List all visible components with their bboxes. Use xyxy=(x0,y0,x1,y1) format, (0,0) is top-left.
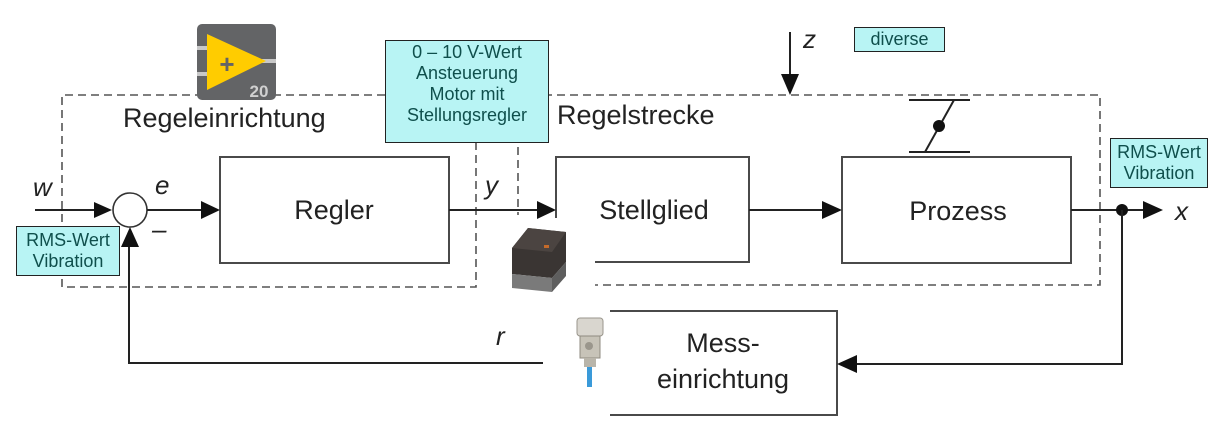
prozess-label: Prozess xyxy=(909,196,1007,226)
z-label: z xyxy=(802,24,816,54)
actuator-note: 0 – 10 V-Wert Ansteuerung Motor mit Stel… xyxy=(385,40,549,143)
x-label: x xyxy=(1173,196,1189,226)
feedback-line-right xyxy=(855,210,1123,365)
stellglied-block xyxy=(555,156,750,263)
feedback-rms-note: RMS-Wert Vibration xyxy=(16,226,120,276)
valve-icon xyxy=(909,99,970,153)
arrow-head xyxy=(121,227,139,247)
arrow-head xyxy=(781,74,799,95)
labview-plus-glyph: + xyxy=(219,49,234,79)
vibration-sensor-icon xyxy=(576,317,604,387)
output-rms-note-line: Vibration xyxy=(1123,163,1195,183)
arrow-head xyxy=(822,201,842,219)
arrow-head xyxy=(201,201,220,219)
output-rms-note-line: RMS-Wert xyxy=(1117,142,1201,162)
actuator-note-line: Ansteuerung xyxy=(415,63,519,83)
plant-region-border xyxy=(518,94,1101,286)
r-label: r xyxy=(496,321,506,351)
arrow-head xyxy=(537,201,556,219)
stellglied-label: Stellglied xyxy=(599,195,709,225)
labview-add-icon: + 20 xyxy=(197,24,276,101)
arrow-head xyxy=(94,202,112,218)
actuator-note-line: 0 – 10 V-Wert xyxy=(412,42,522,62)
messeinrichtung-block xyxy=(610,310,838,416)
mess-label-line2: einrichtung xyxy=(657,364,789,394)
summing-junction xyxy=(112,192,148,228)
r-signal-line xyxy=(128,246,543,364)
actuator-note-line: Motor mit xyxy=(429,84,505,104)
actuator-motor-icon xyxy=(512,228,566,292)
plant-region-label: Regelstrecke xyxy=(557,100,715,130)
w-label: w xyxy=(33,172,54,202)
minus-label: – xyxy=(151,214,167,244)
feedback-rms-note-line: Vibration xyxy=(32,251,104,271)
labview-badge: 20 xyxy=(250,82,269,101)
regler-label: Regler xyxy=(294,195,374,225)
mess-label-line1: Mess- xyxy=(686,328,760,358)
e-label: e xyxy=(155,170,169,200)
arrow-head xyxy=(1143,201,1163,219)
disturbance-note: diverse xyxy=(854,27,945,52)
output-rms-note: RMS-Wert Vibration xyxy=(1110,138,1208,188)
feedback-rms-note-line: RMS-Wert xyxy=(26,230,110,250)
actuator-note-line: Stellungsregler xyxy=(406,105,528,125)
arrow-head xyxy=(837,355,857,373)
y-label: y xyxy=(483,170,500,200)
controller-region-label: Regeleinrichtung xyxy=(123,103,326,133)
